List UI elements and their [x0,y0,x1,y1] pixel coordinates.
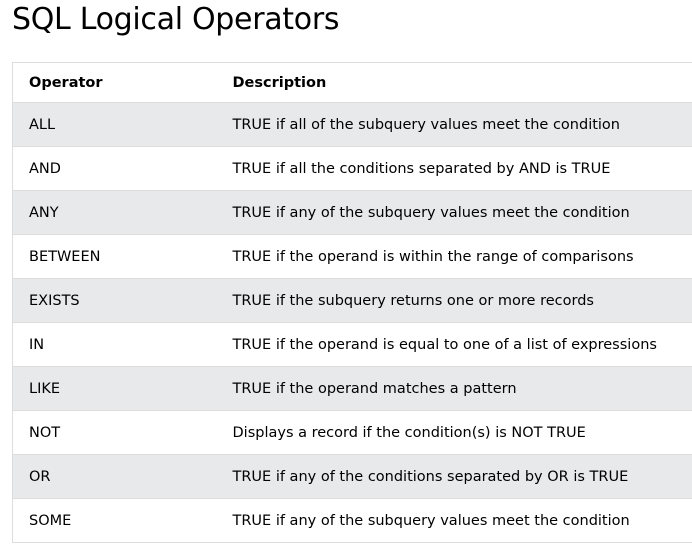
description-cell: TRUE if any of the conditions separated … [216,454,692,499]
table-row: OR TRUE if any of the conditions separat… [12,454,692,499]
header-row: Operator Description [12,62,692,103]
column-header-description: Description [216,62,692,103]
table-row: ALL TRUE if all of the subquery values m… [12,102,692,147]
page-title: SQL Logical Operators [12,2,340,37]
operator-cell: EXISTS [12,278,217,323]
description-cell: TRUE if the operand is within the range … [216,234,692,279]
operators-table-container: Operator Description ALL TRUE if all of … [12,62,692,543]
description-cell: TRUE if the subquery returns one or more… [216,278,692,323]
table-row: EXISTS TRUE if the subquery returns one … [12,278,692,323]
description-cell: TRUE if any of the subquery values meet … [216,498,692,543]
description-cell: TRUE if all of the subquery values meet … [216,102,692,147]
description-cell: TRUE if any of the subquery values meet … [216,190,692,235]
table-row: AND TRUE if all the conditions separated… [12,146,692,191]
description-cell: Displays a record if the condition(s) is… [216,410,692,455]
operator-cell: SOME [12,498,217,543]
table-row: IN TRUE if the operand is equal to one o… [12,322,692,367]
description-cell: TRUE if the operand is equal to one of a… [216,322,692,367]
column-header-operator: Operator [12,62,217,103]
operator-cell: NOT [12,410,217,455]
description-cell: TRUE if the operand matches a pattern [216,366,692,411]
table-header: Operator Description [12,62,692,103]
operator-cell: ANY [12,190,217,235]
table-row: ANY TRUE if any of the subquery values m… [12,190,692,235]
table-row: BETWEEN TRUE if the operand is within th… [12,234,692,279]
operator-cell: OR [12,454,217,499]
operator-cell: IN [12,322,217,367]
table-row: NOT Displays a record if the condition(s… [12,410,692,455]
operator-cell: ALL [12,102,217,147]
operators-table: Operator Description ALL TRUE if all of … [12,62,692,543]
table-body: ALL TRUE if all of the subquery values m… [12,102,692,543]
operator-cell: BETWEEN [12,234,217,279]
description-cell: TRUE if all the conditions separated by … [216,146,692,191]
operator-cell: AND [12,146,217,191]
table-row: LIKE TRUE if the operand matches a patte… [12,366,692,411]
operator-cell: LIKE [12,366,217,411]
table-row: SOME TRUE if any of the subquery values … [12,498,692,543]
